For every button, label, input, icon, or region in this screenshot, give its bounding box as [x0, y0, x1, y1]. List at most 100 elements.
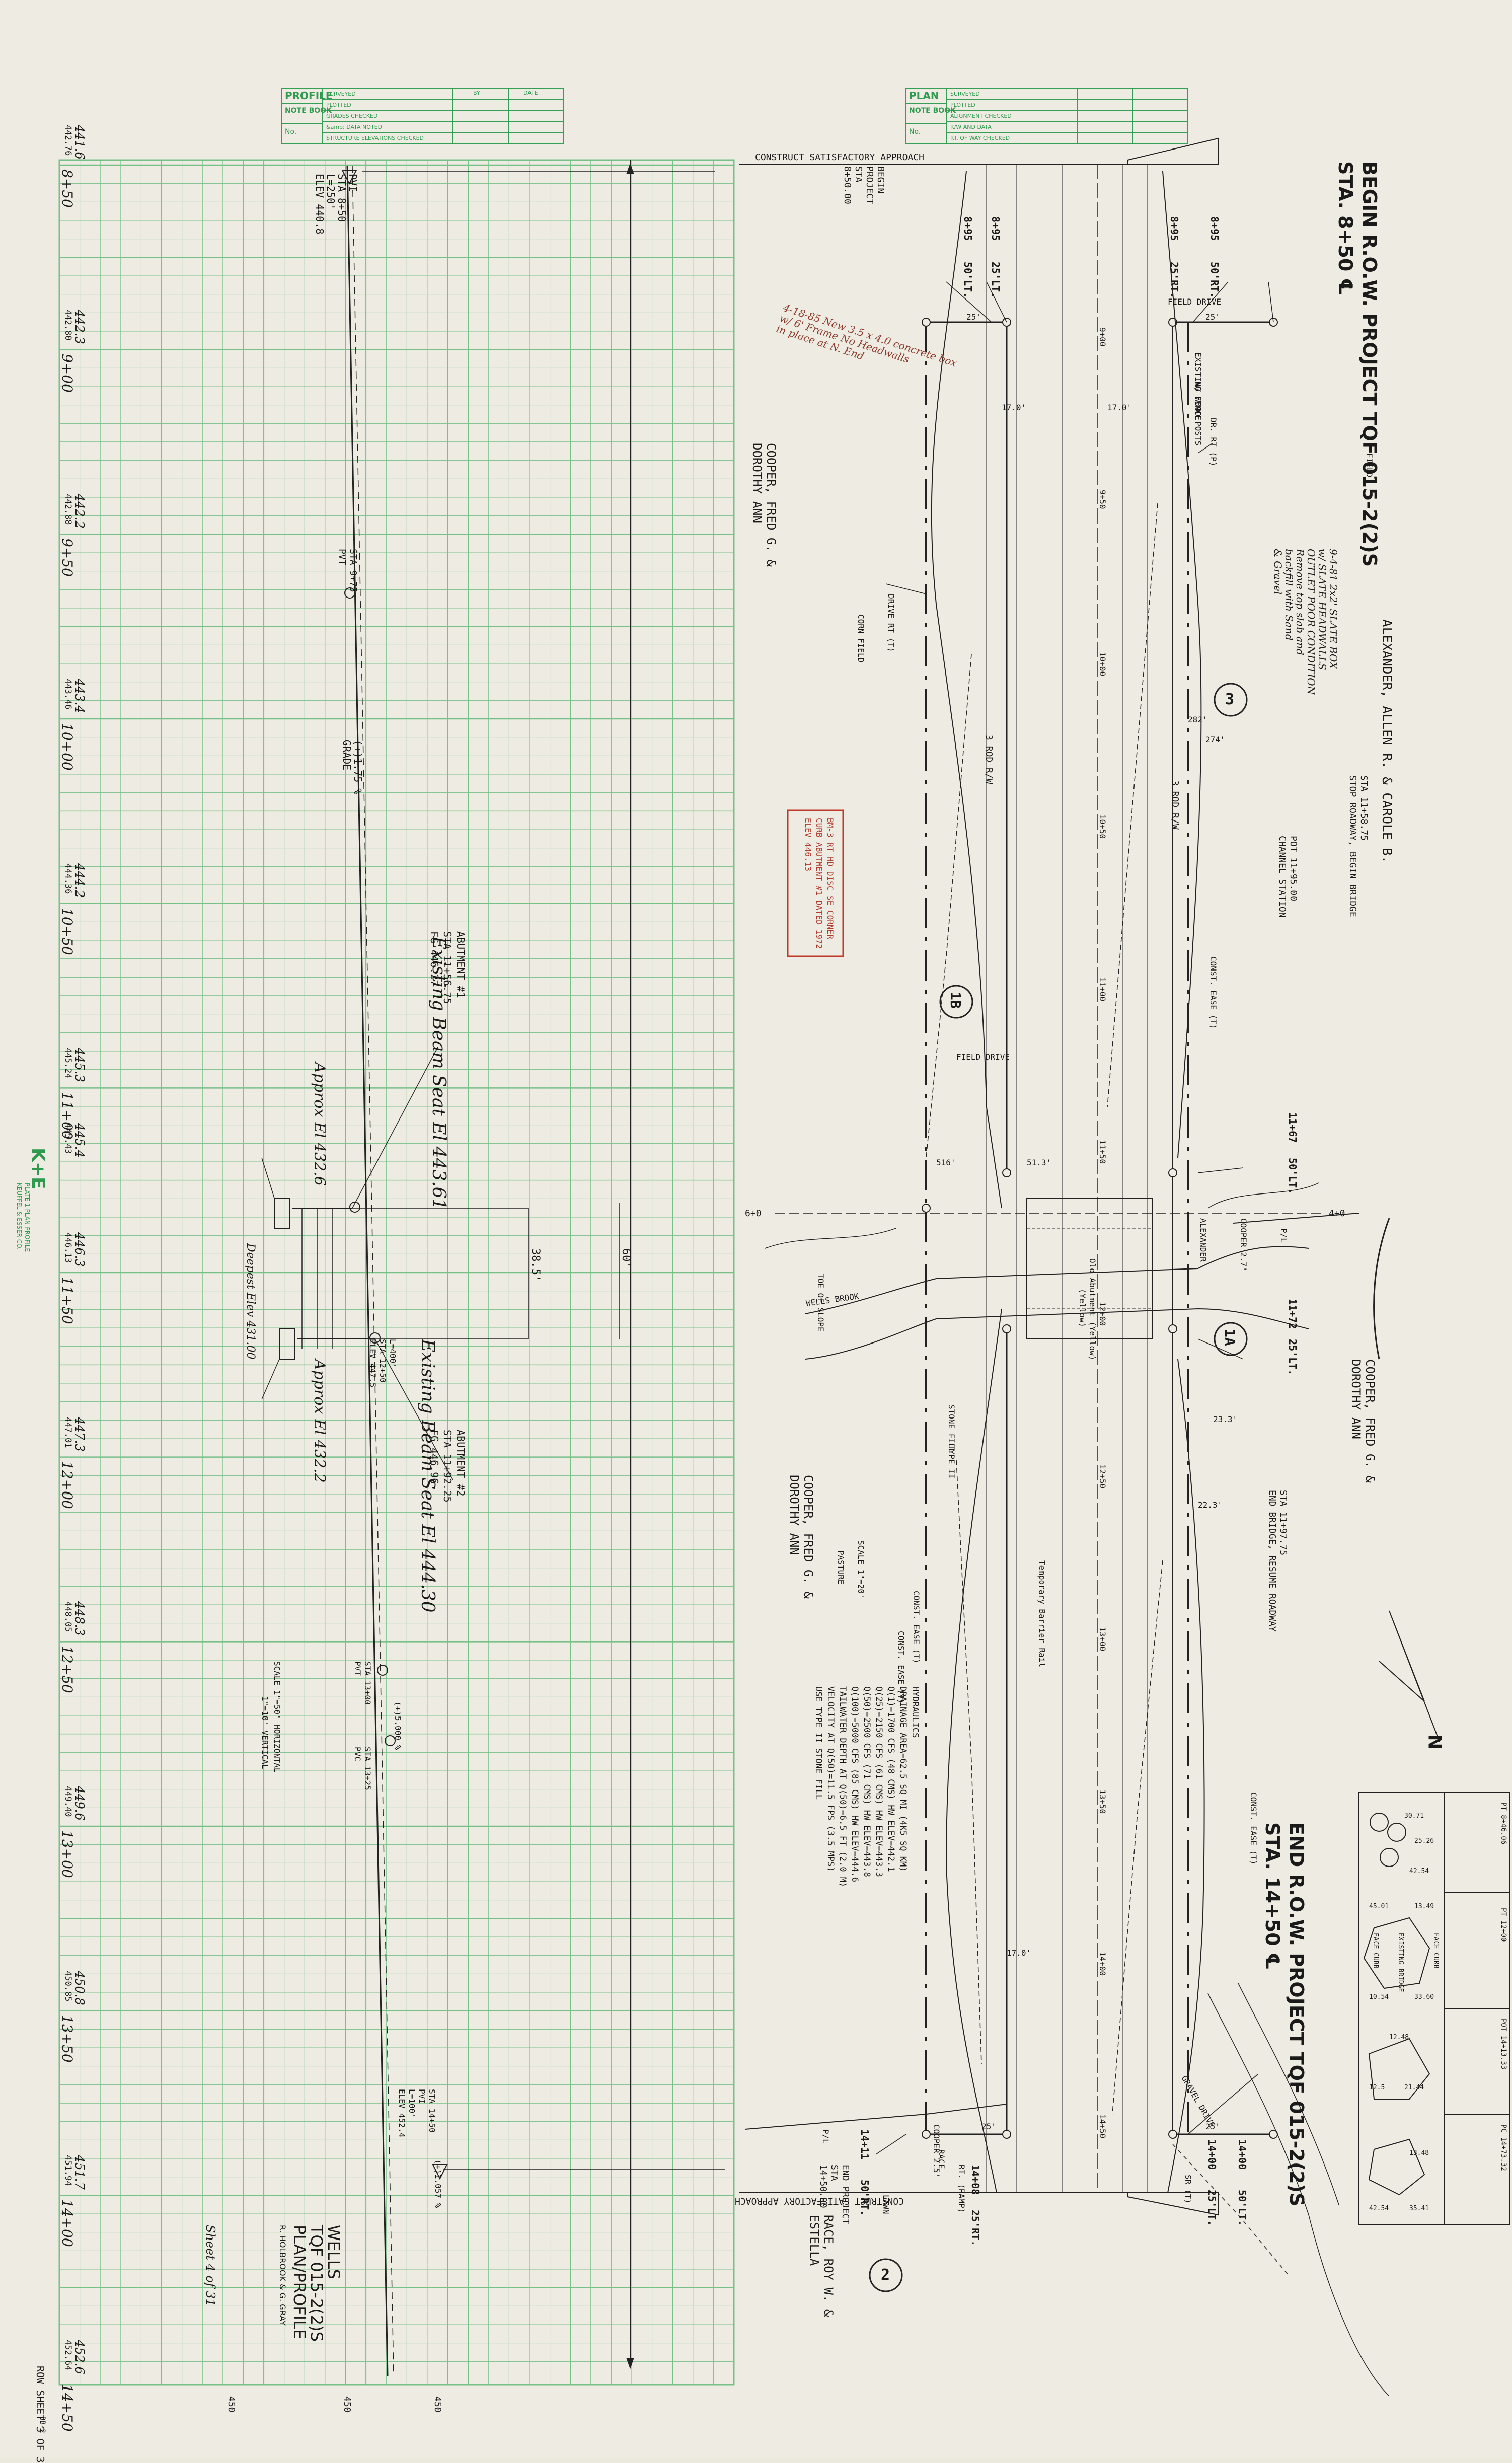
profile-station-label: 8+50: [59, 169, 75, 208]
plan-station-label: 12+00: [1098, 1302, 1107, 1326]
profile-elev-print: 445.24: [63, 1048, 73, 1079]
curve-row-label: PT 8+46.06: [1499, 1802, 1507, 1845]
curve-val: 13.49: [1414, 1903, 1434, 1910]
curve-row-label: PC 14+73.32: [1499, 2124, 1507, 2171]
plan-note-label: CONST. EASE (T): [896, 1631, 906, 1704]
top-approach-label: CONSTRUCT SATISFACTORY APPROACH: [755, 152, 924, 163]
offset-label: 50'RT.: [859, 2180, 871, 2216]
profile-elev-hand: 443.4: [72, 679, 87, 713]
grade-3: (+)1.057 %: [433, 2159, 443, 2208]
dimension-label: 25': [1205, 2122, 1220, 2131]
profile-station-label: 14+50: [59, 2384, 75, 2432]
plan-note-label: W/ WOOD POSTS: [1193, 383, 1203, 446]
plan-note-label: ALEXANDER: [1198, 1218, 1208, 1262]
curve-table-frame: [1358, 1792, 1510, 2225]
offset-label: 25'LT.: [1206, 2190, 1218, 2226]
bottom-val: 450: [342, 2396, 352, 2413]
plan-note-label: TOE OF SLOPE: [816, 1274, 825, 1332]
profile-elev-print: 450.85: [63, 1970, 73, 2002]
plan-block-row: RT. OF WAY CHECKED: [950, 135, 1010, 141]
profile-elev-hand: 448.3: [72, 1601, 87, 1636]
plan-note-label: SCALE 1"=20': [856, 1540, 866, 1599]
curve-row-label: POT 14+13.33: [1499, 2019, 1507, 2070]
begin-row-block: BEGIN R.O.W. PROJECT TQF 015-2(2)S STA. …: [1334, 161, 1381, 567]
curve-val: 12.5: [1369, 2084, 1385, 2092]
dimension-label: 17.0': [1002, 403, 1026, 412]
offset-label: 8+95: [1208, 216, 1221, 241]
offset-label: 50'LT.: [1287, 1158, 1299, 1195]
offset-label: 25'LT.: [990, 262, 1002, 298]
bottom-val: 450: [226, 2396, 237, 2413]
plan-note-label: SR (T): [1183, 2175, 1193, 2204]
end-row-block: END R.O.W. PROJECT TQF 015-2(2)S STA. 14…: [1261, 1822, 1308, 2207]
side-station-right: 4+0: [1329, 1208, 1345, 1219]
dim-60: 60': [620, 1248, 632, 1268]
plan-station-label: 11+00: [1098, 977, 1107, 1002]
dimension-label: 25': [981, 2122, 996, 2131]
curve-val: 33.60: [1414, 1993, 1434, 2001]
plan-block-row: PLOTTED: [950, 102, 975, 108]
profile-grade-line: [261, 160, 725, 2376]
profile-elev-hand: 447.3: [72, 1416, 87, 1452]
profile-station-label: 12+50: [59, 1646, 75, 1694]
parcel-3: 3: [1225, 691, 1235, 708]
offset-label: 25'LT.: [1287, 1339, 1299, 1376]
offset-label: 14+11: [859, 2129, 871, 2160]
dimension-label: 25': [966, 312, 981, 322]
plan-station-label: 9+00: [1098, 327, 1107, 347]
profile-block-no: No.: [285, 128, 297, 136]
profile-elev-hand: 444.2: [72, 863, 87, 898]
profile-station-label: 11+50: [59, 1277, 75, 1324]
plan-note-label: RACE: [937, 2149, 946, 2169]
profile-station-label: 10+00: [59, 723, 75, 771]
profile-elev-hand: 451.7: [72, 2155, 87, 2190]
profile-elev-hand: 445.3: [72, 1048, 87, 1083]
profile-station-label: 12+00: [59, 1461, 75, 1509]
dimension-label: 282': [1188, 715, 1207, 724]
plan-note-label: COOPER 2.7': [1239, 1218, 1248, 1272]
curve-val: FACE CURB: [1432, 1933, 1440, 1969]
grade-2: (+)5.000 %: [393, 1701, 403, 1750]
dimension-label: 274': [1205, 735, 1225, 744]
field-label: FIELD: [1365, 453, 1374, 478]
plan-linework: [739, 137, 1440, 2397]
plan-note-label: P/L: [1279, 1228, 1289, 1243]
plan-note-label: Old Abutment (Yellow): [1088, 1258, 1097, 1361]
offset-label: 14+08: [969, 2165, 981, 2195]
offset-label: 8+95: [1168, 216, 1180, 241]
profile-elev-print: 446.13: [63, 1232, 73, 1263]
scale-horizontal: SCALE 1"=50' HORIZONTAL: [272, 1661, 282, 1773]
profile-elev-hand: 449.6: [72, 1786, 87, 1821]
corn-field-label: CORN FIELD: [856, 614, 866, 663]
offset-label: 11+67: [1287, 1112, 1299, 1143]
profile-elev-hand: 450.8: [72, 1970, 87, 2005]
profile-elev-print: 449.40: [63, 1786, 73, 1817]
approx-elev-1: Approx El 432.6: [311, 1062, 328, 1186]
curve-val: 42.54: [1409, 1868, 1429, 1875]
curve-val: EXISTING BRIDGE: [1397, 1933, 1404, 1992]
dimension-label: 23.3': [1213, 1414, 1238, 1424]
profile-elev-hand: 445.4: [72, 1123, 87, 1158]
profile-block-col: BY: [473, 90, 480, 96]
profile-block-notebook: NOTE BOOK: [285, 107, 332, 115]
rod-rw-1: 3 ROD R/W: [984, 735, 994, 784]
owner-cooper-1: COOPER, FRED G. &DOROTHY ANN: [750, 443, 778, 567]
owner-alexander: ALEXANDER, ALLEN R. & CAROLE B.: [1379, 619, 1394, 864]
plan-block-row: ALIGNMENT CHECKED: [950, 113, 1012, 119]
approx-elev-2: Approx El 432.2: [311, 1359, 328, 1483]
plan-station-label: 10+00: [1098, 652, 1107, 677]
dimension-label: 22.3': [1198, 1500, 1223, 1510]
plan-note-label: Temporary Barrier Rail: [1037, 1560, 1047, 1667]
curve-val: 42.54: [1369, 2205, 1389, 2212]
plan-block-label: PLAN: [909, 90, 939, 102]
curve-val: 25.26: [1414, 1837, 1434, 1845]
curve-row-label: PT 12+00: [1499, 1908, 1507, 1942]
